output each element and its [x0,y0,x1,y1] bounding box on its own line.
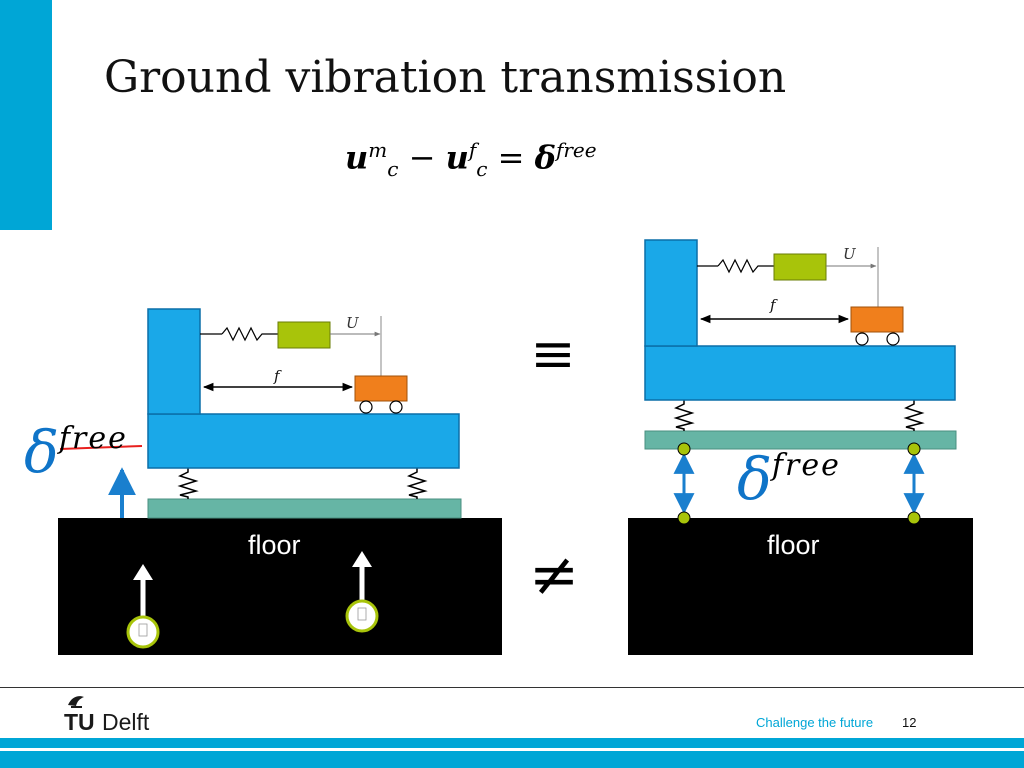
right-plate [644,430,957,450]
left-floor-label: floor [248,530,301,560]
eq-sup-free: free [555,138,597,162]
left-delta-free-label: δfree [24,418,128,486]
left-diagram [58,308,502,655]
left-spring-1 [177,468,199,499]
right-spring-horizontal [717,258,774,274]
accent-block [0,0,52,230]
right-mass [773,253,827,281]
right-label-U: U [843,245,857,263]
left-machine-column [147,308,201,415]
left-label-U: U [346,314,360,332]
eq-delta: δ [534,138,556,177]
footer-divider [0,687,1024,688]
left-label-f: f [273,367,282,385]
right-node-1 [677,442,691,456]
tu-delft-logo: TU Delft [62,694,172,739]
flame-icon: TU Delft [64,696,150,735]
right-floor-label: floor [767,530,820,560]
logo-delft-text: Delft [102,709,150,734]
right-spring-1 [673,400,695,431]
page-number: 12 [902,715,917,730]
eq-sub-c2: c [476,157,488,182]
left-machine-base [147,413,460,469]
left-delta-symbol: δ [24,418,59,486]
not-equal-symbol: ≠ [529,540,579,610]
right-node-4 [907,511,921,525]
left-spring-horizontal [221,326,278,342]
right-delta-free-label: δfree [737,445,841,513]
eq-u2: u [445,138,469,177]
eq-sup-m: m [368,138,388,162]
footer-tagline: Challenge the future [756,715,874,730]
right-cart [850,306,904,333]
slide-title: Ground vibration transmission [104,52,787,103]
right-delta-symbol: δ [737,445,772,513]
right-floor [628,518,973,655]
eq-equals: = [497,138,525,177]
equivalent-symbol: ≡ [530,322,575,385]
right-node-3 [677,511,691,525]
right-machine-base [644,345,956,401]
logo-tu-text: TU [64,709,95,734]
left-plate [147,498,462,519]
right-node-2 [907,442,921,456]
eq-minus: − [408,138,436,177]
left-cart [354,375,408,402]
right-spring-2 [903,400,925,431]
left-strike-line [59,445,143,450]
eq-sub-c1: c [387,157,399,182]
right-delta-superscript: free [771,448,841,483]
right-machine-column [644,239,698,347]
footer-bar [0,738,1024,768]
right-diagram [628,239,973,655]
eq-sup-f: f [468,138,477,162]
left-mass [277,321,331,349]
right-label-f: f [769,296,778,314]
eq-u1: u [345,138,369,177]
top-equation: umc − ufc = δfree [345,138,597,181]
left-spring-2 [406,468,428,499]
left-delta-superscript: free [58,421,128,456]
